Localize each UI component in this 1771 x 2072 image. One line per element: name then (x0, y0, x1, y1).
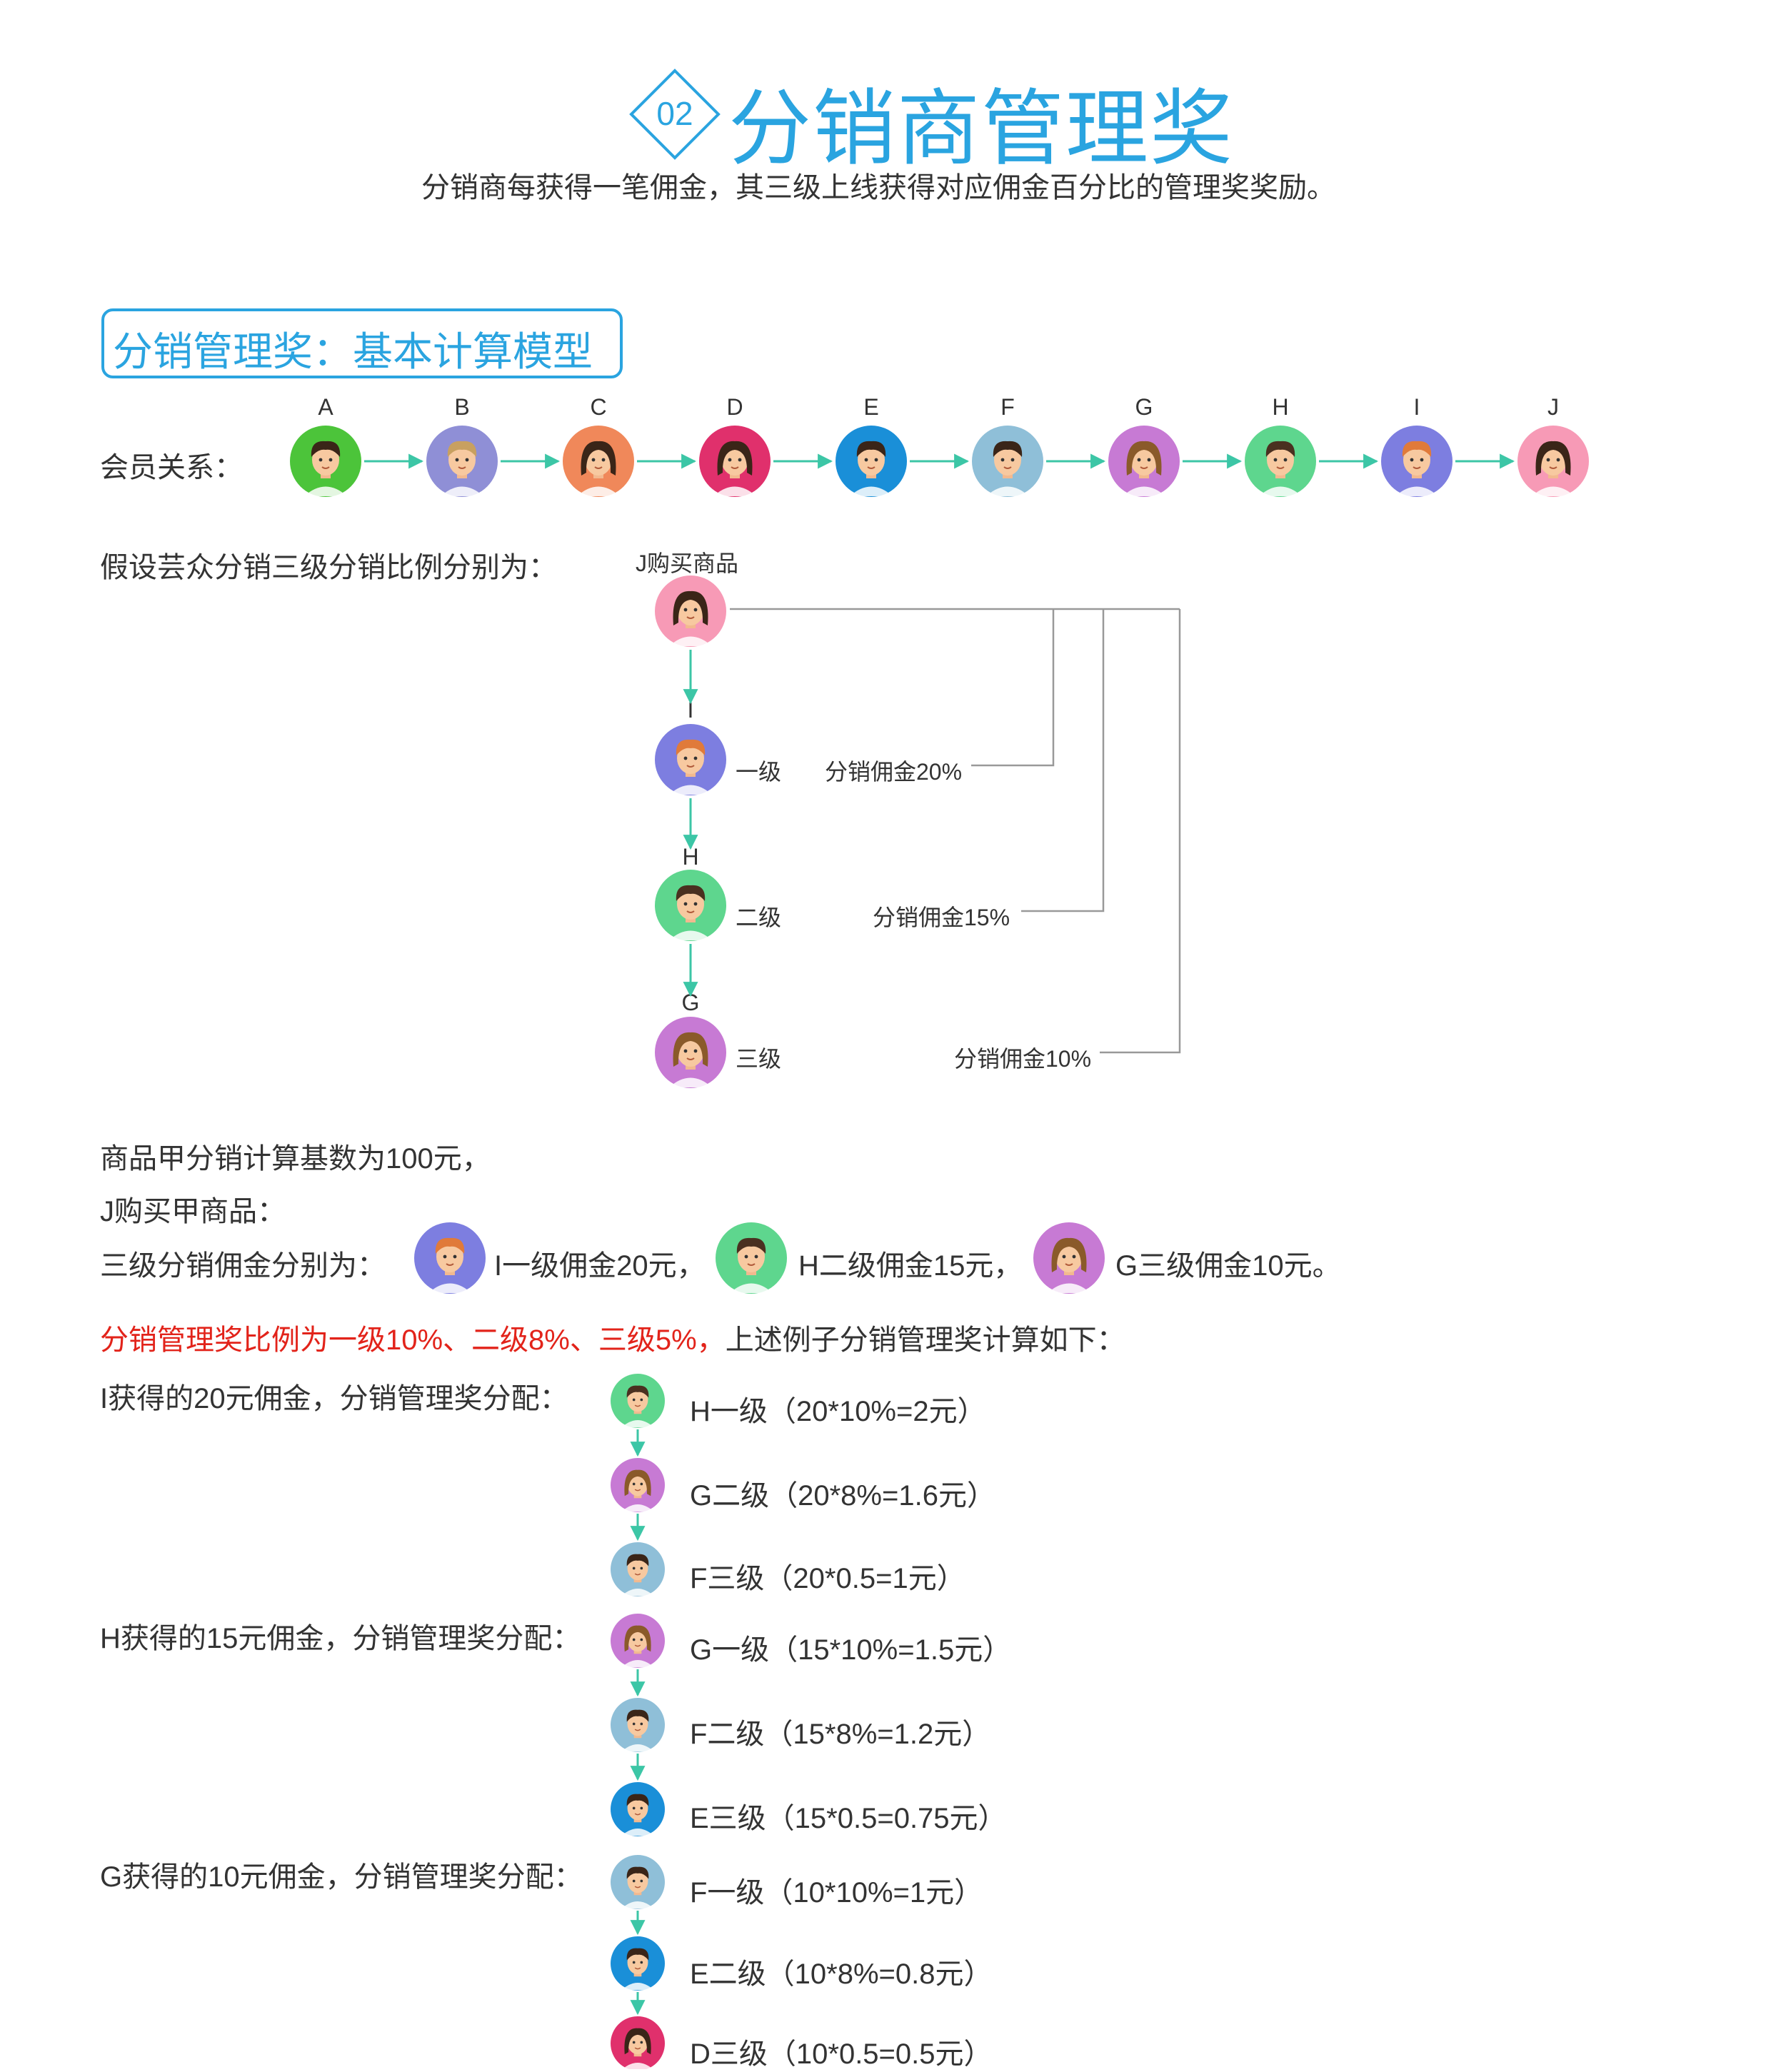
badge-number: 02 (656, 95, 693, 132)
example-avatar-i (414, 1222, 486, 1294)
dist-3-row-3: D三级（10*0.5=0.5元） (690, 2038, 993, 2070)
dist-1-row-3: F三级（20*0.5=1元） (690, 1563, 965, 1594)
example-line-1: 商品甲分销计算基数为100元， (100, 1143, 491, 1175)
dist-1-row-2: G二级（20*8%=1.6元） (690, 1480, 995, 1512)
commission-h: H二级佣金15元， (798, 1250, 1023, 1282)
connector-level-2 (1021, 609, 1105, 912)
dist-3-avatar-f (611, 1855, 665, 1909)
level-1-name: 一级 (736, 759, 782, 785)
level-3-rate: 分销佣金10% (954, 1046, 1092, 1072)
chain-avatar-g (655, 1017, 726, 1088)
example-line-3-prefix: 三级分销佣金分别为： (100, 1250, 386, 1282)
member-avatar-i (1381, 426, 1453, 497)
assumption-label: 假设芸众分销三级分销比例分别为： (100, 552, 557, 583)
member-letter-a: A (318, 394, 333, 420)
commission-i: I一级佣金20元， (494, 1250, 706, 1282)
management-ratio-line: 分销管理奖比例为一级10%、二级8%、三级5%，上述例子分销管理奖计算如下： (100, 1317, 1125, 1358)
member-letter-e: E (863, 394, 879, 420)
member-avatar-g (1108, 426, 1180, 497)
member-avatar-h (1245, 426, 1316, 497)
dist-1-label: I获得的20元佣金，分销管理奖分配： (100, 1383, 568, 1414)
level-1-letter: I (687, 697, 694, 723)
level-2-letter: H (682, 844, 699, 870)
page-title: 分销商管理奖 (728, 82, 1234, 175)
management-ratio-rest: 上述例子分销管理奖计算如下： (725, 1324, 1125, 1356)
avatar-layer (290, 426, 1589, 2069)
dist-2-avatar-f (611, 1698, 665, 1752)
member-avatar-a (290, 426, 361, 497)
level-1-rate: 分销佣金20% (825, 759, 963, 785)
dist-1-avatar-h (611, 1374, 665, 1428)
dist-2-label: H获得的15元佣金，分销管理奖分配： (100, 1623, 581, 1654)
dist-3-label: G获得的10元佣金，分销管理奖分配： (100, 1861, 583, 1893)
page-subtitle: 分销商每获得一笔佣金，其三级上线获得对应佣金百分比的管理奖奖励。 (421, 172, 1335, 203)
management-ratio-red: 分销管理奖比例为一级10%、二级8%、三级5%， (100, 1324, 726, 1356)
arrow-layer (364, 453, 1515, 2016)
level-2-name: 二级 (736, 905, 782, 930)
dist-1-row-1: H一级（20*10%=2元） (690, 1396, 986, 1427)
example-avatar-g (1033, 1222, 1105, 1294)
dist-1-avatar-f (611, 1542, 665, 1596)
member-letter-h: H (1272, 394, 1289, 420)
connector-level-3 (1100, 609, 1181, 1054)
member-letter-f: F (1000, 394, 1015, 420)
dist-2-row-1: G一级（15*10%=1.5元） (690, 1634, 1012, 1666)
chain-avatar-j (655, 575, 726, 647)
member-avatar-e (836, 426, 907, 497)
connector-level-1 (971, 609, 1055, 767)
dist-1-avatar-g (611, 1458, 665, 1512)
example-avatar-h (716, 1222, 787, 1294)
member-avatar-f (972, 426, 1043, 497)
dist-3-row-1: F一级（10*10%=1元） (690, 1877, 983, 1908)
member-avatar-d (699, 426, 771, 497)
commission-g: G三级佣金10元。 (1115, 1250, 1341, 1282)
member-letter-i: I (1413, 394, 1420, 420)
member-letter-j: J (1547, 394, 1559, 420)
member-letter-c: C (590, 394, 607, 420)
dist-2-avatar-e (611, 1782, 665, 1836)
chain-avatar-h (655, 870, 726, 941)
level-2-rate: 分销佣金15% (873, 905, 1010, 930)
dist-3-avatar-e (611, 1936, 665, 1991)
level-3-name: 三级 (736, 1046, 782, 1072)
example-line-2: J购买甲商品： (100, 1196, 286, 1227)
dist-2-avatar-g (611, 1614, 665, 1668)
member-letter-g: G (1135, 394, 1153, 420)
member-relation-label: 会员关系： (100, 452, 243, 483)
member-avatar-c (563, 426, 634, 497)
chain-avatar-i (655, 724, 726, 795)
connector-lines (730, 608, 1181, 1054)
dist-2-row-3: E三级（15*0.5=0.75元） (690, 1803, 1007, 1834)
member-letter-d: D (726, 394, 743, 420)
member-avatar-b (426, 426, 498, 497)
title-badge-diamond: 02 (629, 69, 721, 160)
dist-3-row-2: E二级（10*8%=0.8元） (690, 1958, 993, 1990)
section-header-box (101, 308, 623, 378)
dist-3-avatar-d (611, 2016, 665, 2069)
member-letter-b: B (454, 394, 470, 420)
buyer-label: J购买商品 (636, 550, 739, 576)
section-title: 分销管理奖：基本计算模型 (113, 329, 593, 374)
member-avatar-j (1517, 426, 1589, 497)
dist-2-row-2: F二级（15*8%=1.2元） (690, 1719, 991, 1750)
